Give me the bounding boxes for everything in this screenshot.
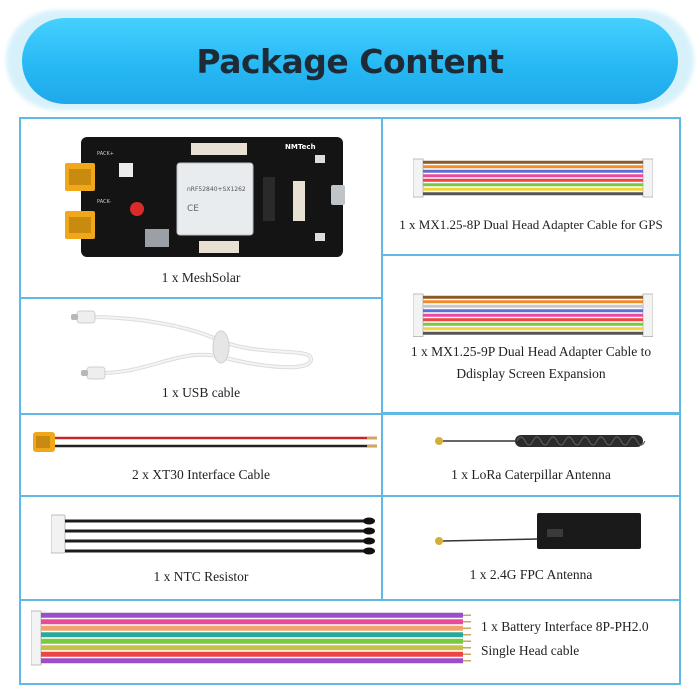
battery-cable-label-line1: 1 x Battery Interface 8P-PH2.0 [481,619,649,634]
xt30-cable-image [33,432,377,452]
gps-cable-image [413,158,653,198]
screen-cable-image [413,293,653,337]
usb-cable-label: 1 x USB cable [161,385,241,400]
cell-usb-cable: 1 x USB cable [19,297,383,415]
fpc-antenna-label: 1 x 2.4G FPC Antenna [469,567,593,582]
chip-label: nRF52840+SX1262 [187,186,246,193]
lora-antenna-image [435,435,646,447]
cell-fpc-antenna: 1 x 2.4G FPC Antenna [381,495,681,601]
brand-label: NMTech [285,143,316,151]
svg-text:CE: CE [187,204,199,214]
meshsolar-board-image: nRF52840+SX1262 CE NMTech PACK+ PACK- [65,137,345,257]
title-banner: Package Content [22,18,678,104]
cell-xt30-cable: 2 x XT30 Interface Cable [19,413,383,497]
lora-antenna-label: 1 x LoRa Caterpillar Antenna [451,467,611,482]
ntc-resistor-label: 1 x NTC Resistor [153,569,249,584]
screen-cable-label-line2: Ddisplay Screen Expansion [456,366,606,381]
page-title: Package Content [196,41,504,81]
gps-cable-label: 1 x MX1.25-8P Dual Head Adapter Cable fo… [399,217,663,232]
meshsolar-label: 1 x MeshSolar [161,270,241,285]
battery-cable-label-line2: Single Head cable [481,643,580,658]
ntc-resistor-image [51,514,375,555]
cell-battery-cable: 1 x Battery Interface 8P-PH2.0 Single He… [19,599,681,685]
fpc-antenna-image [435,513,641,549]
cell-ntc-resistor: 1 x NTC Resistor [19,495,383,601]
battery-cable-image [31,610,471,666]
cell-meshsolar: nRF52840+SX1262 CE NMTech PACK+ PACK- 1 … [19,117,383,299]
svg-text:PACK+: PACK+ [97,151,114,157]
screen-cable-label-line1: 1 x MX1.25-9P Dual Head Adapter Cable to [410,344,652,359]
cell-lora-antenna: 1 x LoRa Caterpillar Antenna [381,413,681,497]
cell-screen-cable: 1 x MX1.25-9P Dual Head Adapter Cable to… [381,254,681,414]
svg-text:PACK-: PACK- [97,199,111,205]
xt30-cable-label: 2 x XT30 Interface Cable [132,467,270,482]
cell-gps-cable: 1 x MX1.25-8P Dual Head Adapter Cable fo… [381,117,681,256]
usb-cable-image [71,310,314,380]
